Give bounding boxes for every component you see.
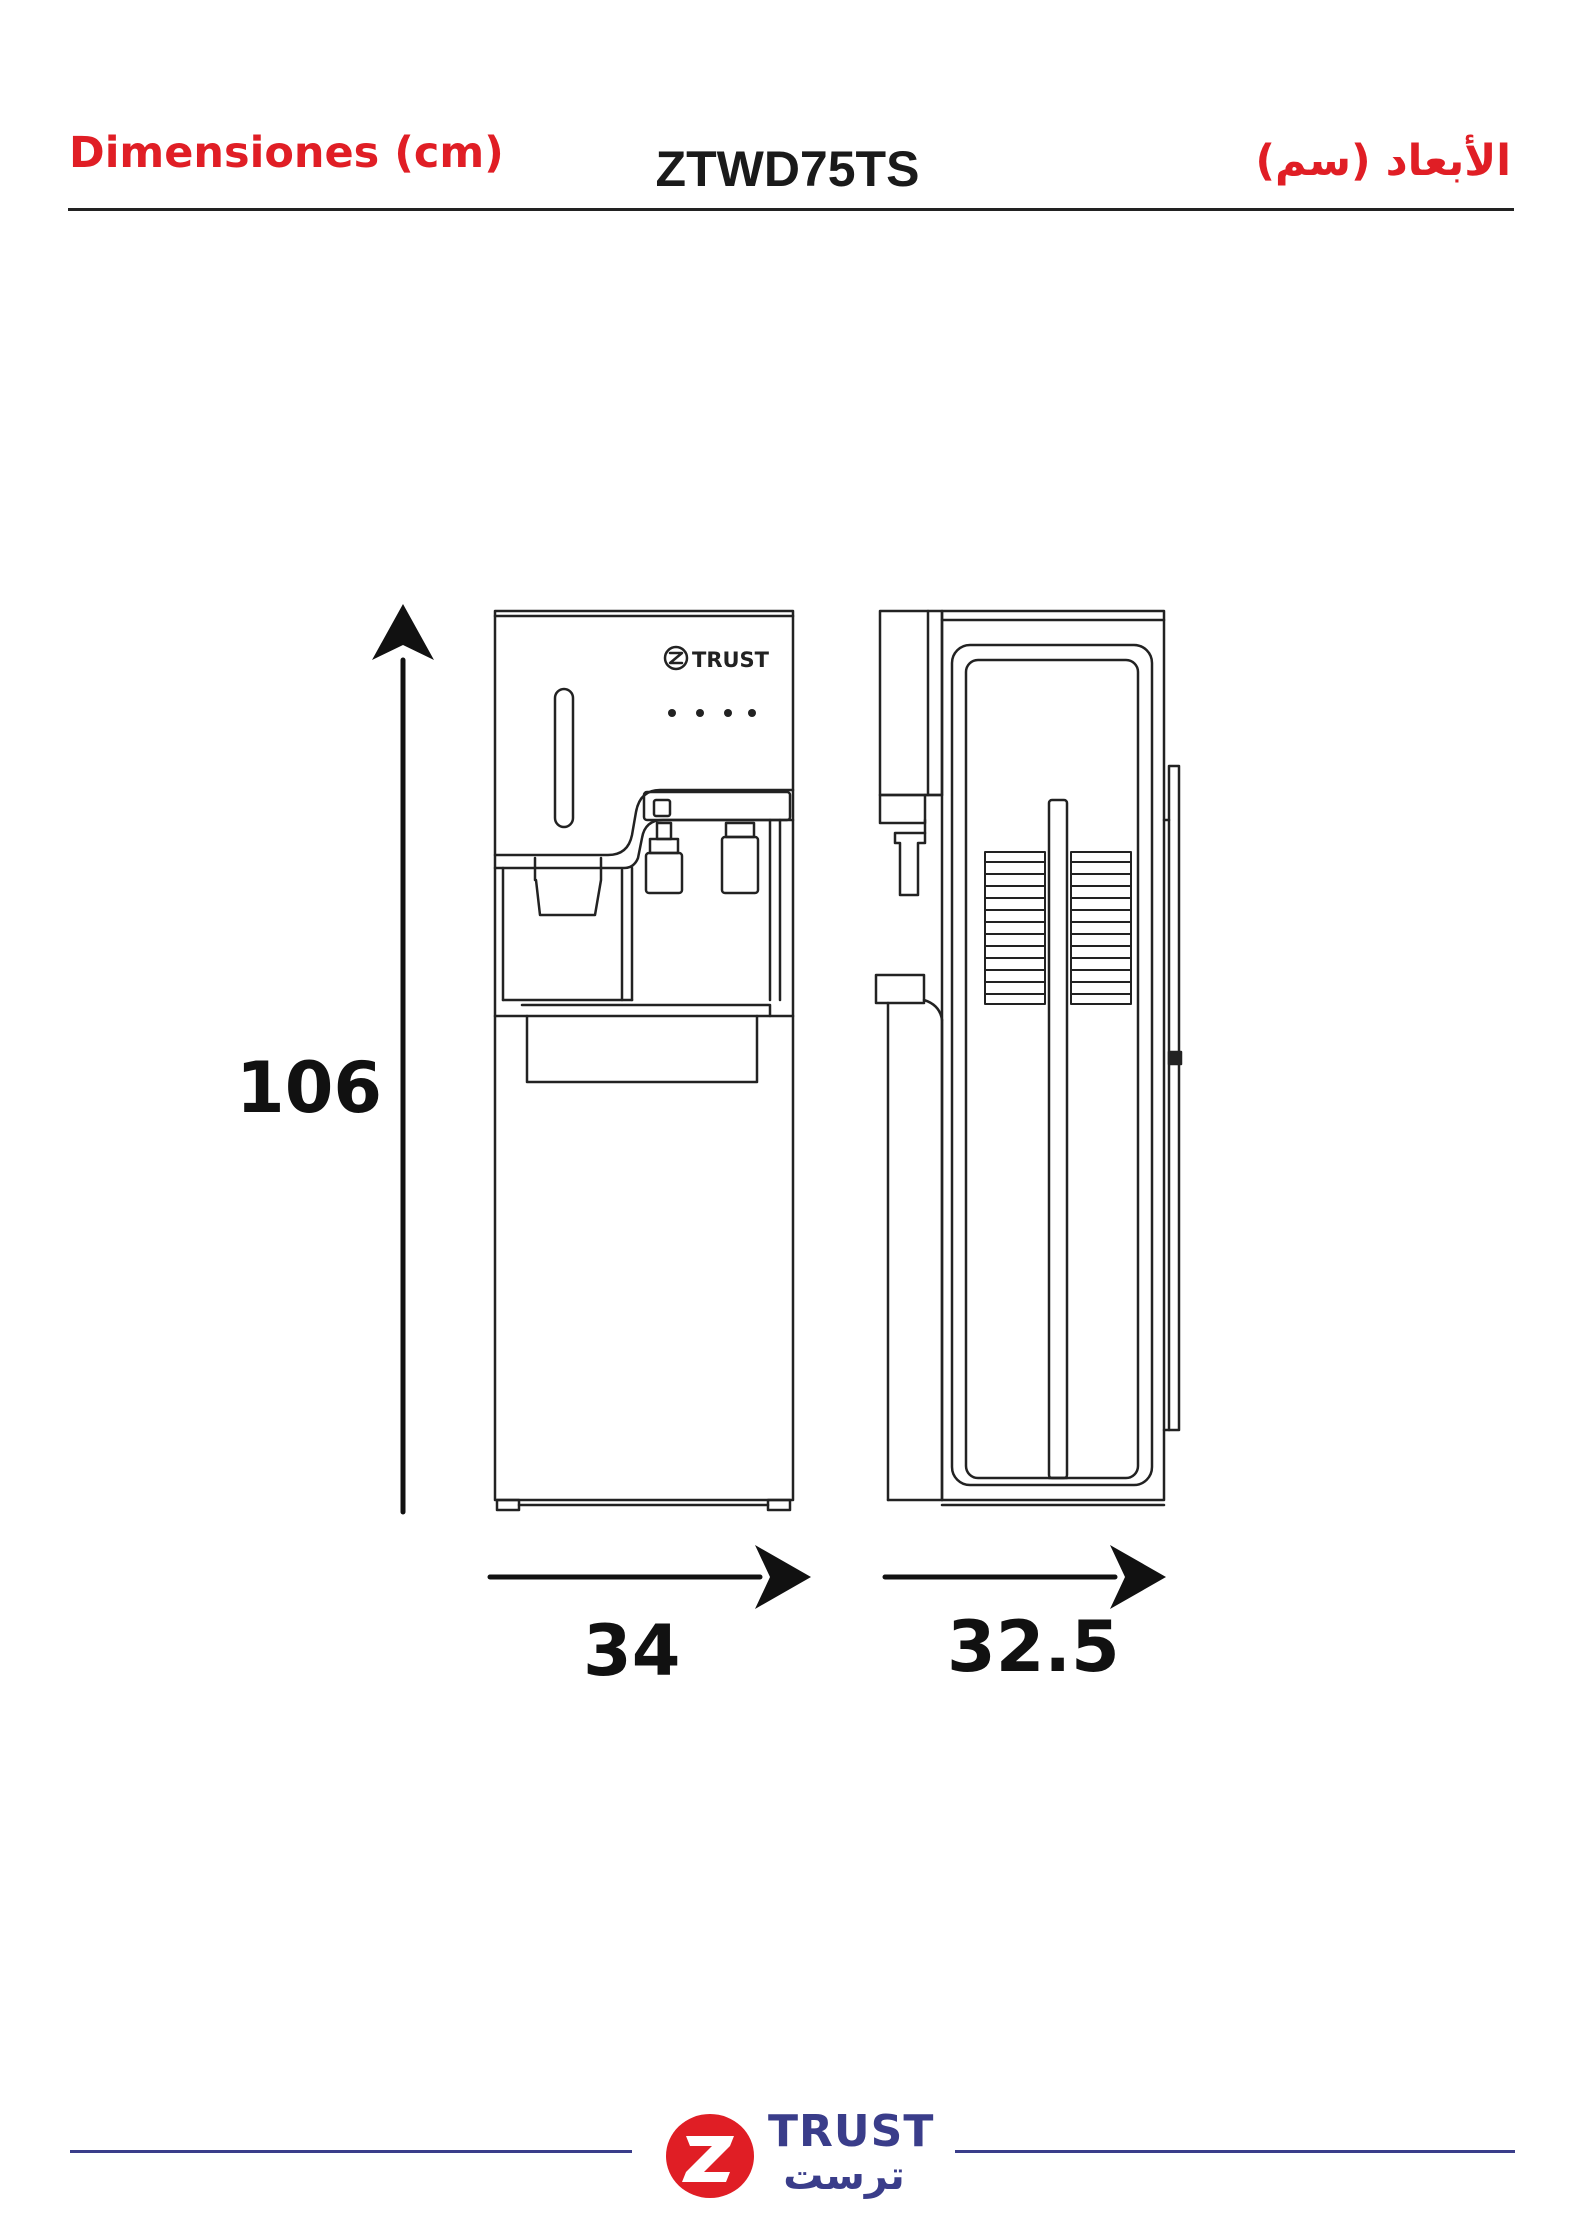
header-title-left: Dimensiones (cm): [69, 128, 504, 178]
front-taps: [644, 821, 760, 895]
footer-divider-left: [70, 2150, 632, 2153]
front-logo-text: TRUST: [692, 648, 770, 672]
model-number: ZTWD75TS: [655, 141, 920, 197]
z-logo-icon: [666, 2114, 754, 2198]
footer-brand-logo: TRUST ترست: [660, 2110, 933, 2200]
depth-arrow: [882, 1545, 1166, 1609]
front-logo: TRUST: [663, 645, 770, 672]
footer-logo-ar: ترست: [783, 2153, 905, 2199]
width-value: 34: [583, 1610, 681, 1692]
footer-divider-right: [955, 2150, 1515, 2153]
height-arrow: [372, 604, 434, 1515]
depth-value: 32.5: [947, 1606, 1120, 1688]
header-title-right: الأبعاد (سم): [1255, 136, 1511, 186]
indicator-lights: [668, 709, 756, 717]
footer-logo-en: TRUST: [768, 2106, 935, 2157]
height-value: 106: [236, 1047, 383, 1129]
front-view: TRUST: [493, 609, 795, 1512]
side-vents: [984, 851, 1132, 1005]
width-arrow: [487, 1545, 811, 1609]
side-view: [874, 609, 1183, 1507]
header-divider: [68, 208, 1514, 211]
